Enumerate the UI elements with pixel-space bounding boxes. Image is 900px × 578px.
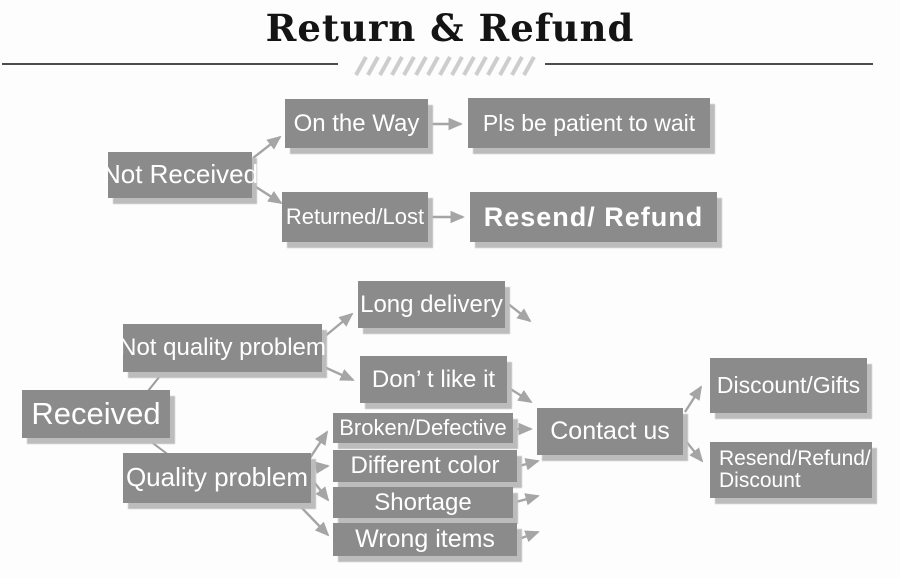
node-pls-be-patient: Pls be patient to wait [468, 98, 710, 148]
arrow-quality-shortage [310, 477, 330, 502]
node-received: Received [22, 390, 170, 438]
node-dont-like-it: Don’ t like it [360, 356, 507, 403]
arrow-quality-differentcolor [312, 461, 330, 474]
arrow-notquality-longdelivery [323, 312, 354, 338]
node-discount-gifts: Discount/Gifts [710, 358, 867, 413]
node-long-delivery: Long delivery [358, 281, 505, 328]
arrow-differentcolor-contactus [518, 458, 540, 471]
arrow-longdelivery-out [506, 302, 532, 323]
node-resend-refund-discount-line2: Discount [719, 469, 801, 492]
title-rule-right [545, 63, 873, 65]
node-resend-refund-discount-line1: Resend/Refund/ [719, 446, 871, 470]
arrow-dontlike-contactus [508, 386, 533, 404]
line-received-notquality [147, 370, 165, 392]
node-resend-refund: Resend/ Refund [470, 192, 717, 242]
node-resend-refund-discount: Resend/Refund/ Discount [710, 442, 872, 498]
arrow-notreceived-ontheway [252, 135, 282, 159]
node-returned-lost: Returned/Lost [282, 192, 428, 242]
arrow-notquality-dontlike [321, 364, 355, 382]
node-contact-us: Contact us [537, 408, 683, 455]
node-broken-defective: Broken/Defective [333, 413, 513, 443]
arrow-quality-broken [308, 430, 329, 459]
arrow-quality-wrongitems [299, 505, 330, 537]
node-quality-problem: Quality problem [123, 453, 311, 503]
node-shortage: Shortage [333, 487, 513, 518]
title-hatch-decoration [354, 56, 536, 76]
node-wrong-items: Wrong items [333, 523, 517, 556]
arrow-wrongitems-contactus [518, 530, 540, 543]
arrow-shortage-contactus [515, 493, 540, 506]
title-rule-left [2, 63, 338, 65]
node-different-color: Different color [333, 450, 517, 482]
arrow-contactus-discountgifts [683, 385, 703, 413]
node-on-the-way: On the Way [285, 99, 428, 148]
node-not-quality-problem: Not quality problem [119, 324, 326, 372]
page-title: Return & Refund [265, 6, 635, 50]
node-not-received: Not Received [102, 152, 258, 198]
arrow-contactus-resendrefunddiscount [684, 439, 704, 463]
